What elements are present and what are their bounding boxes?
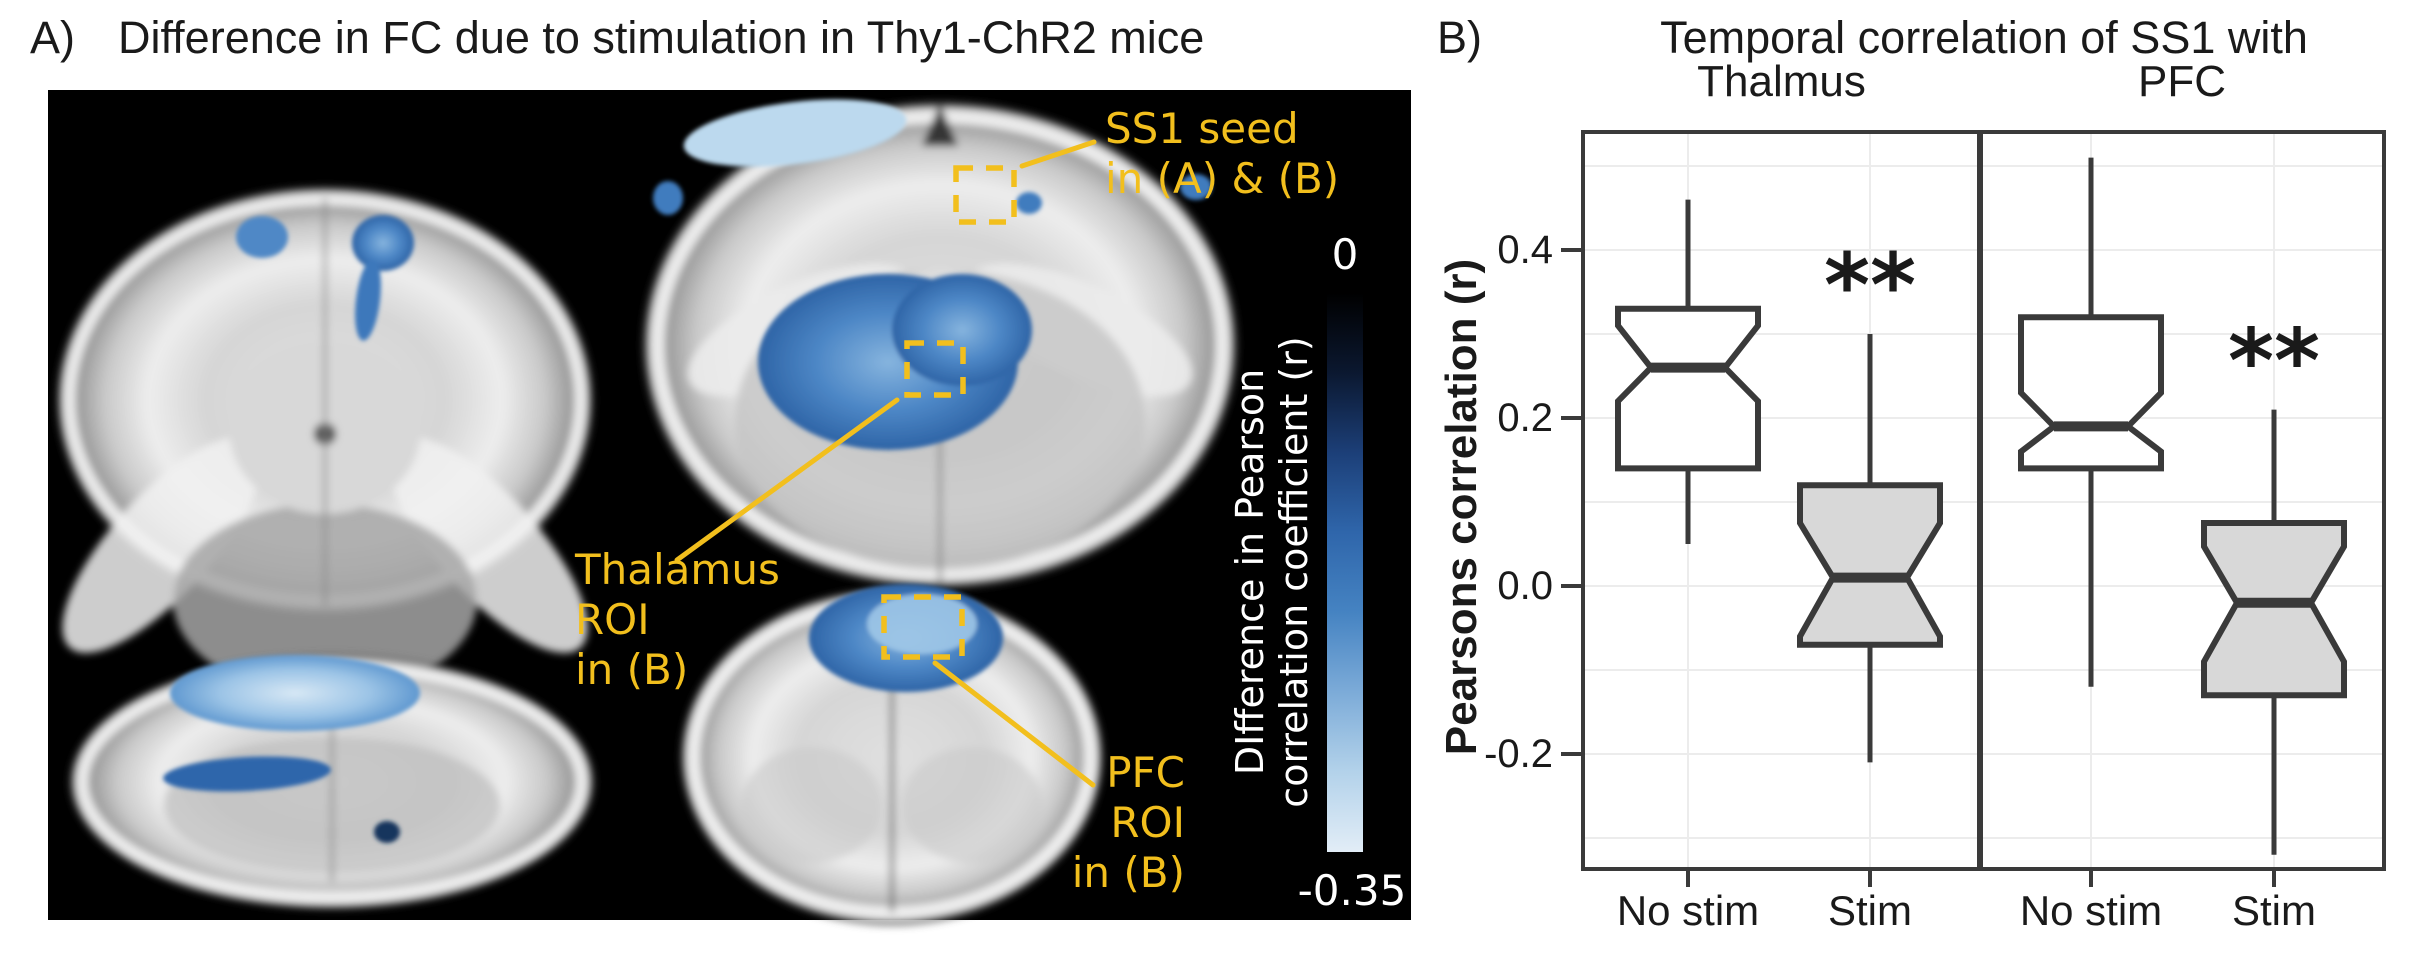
ss1-seed-roi-box (953, 165, 1017, 225)
colorbar-min-label: -0.35 (1297, 866, 1407, 915)
fc-overlay-blobs (236, 215, 414, 341)
brain-slice-coronal-pfc (681, 584, 1103, 925)
pfc-roi-line1: PFC (1106, 748, 1185, 797)
brain-slice-coronal-hippocampus (70, 655, 594, 909)
y-tick-label: 0.2 (1497, 396, 1553, 440)
plot-frame (1581, 130, 2386, 871)
thalamus-roi-line2: ROI (575, 595, 650, 644)
y-tick-label: 0.4 (1497, 228, 1553, 272)
y-tick-label: 0.0 (1497, 564, 1553, 608)
pfc-roi-box (881, 594, 965, 660)
thalamus-roi-annotation: Thalamus ROI in (B) (575, 545, 780, 695)
significance-stars: ** (2228, 310, 2320, 413)
pfc-roi-line2: ROI (1110, 798, 1185, 847)
pfc-roi-annotation: PFC ROI in (B) (1072, 748, 1185, 898)
thalamus-leader-line (674, 397, 900, 563)
brain-slice-axial (57, 187, 593, 696)
fc-overlay-cingulate (163, 655, 420, 843)
x-tick-label: Stim (2232, 887, 2316, 934)
thalamus-roi-box (904, 340, 966, 398)
panel-a-title: Difference in FC due to stimulation in T… (118, 12, 1205, 63)
ss1-seed-annotation: SS1 seed in (A) & (B) (1105, 104, 1339, 204)
pfc-leader-line (932, 660, 1096, 788)
colorbar-max-label: 0 (1331, 230, 1359, 279)
boxplot-box (2201, 520, 2347, 699)
colorbar (1327, 293, 1363, 852)
ss1-seed-line2: in (A) & (B) (1105, 154, 1340, 203)
fc-overlay-thalamus (653, 99, 1212, 450)
significance-stars: ** (1824, 234, 1916, 337)
fc-overlay-pfc (809, 584, 1003, 692)
panel-b-title: Temporal correlation of SS1 with (1660, 12, 2308, 63)
boxplot-box (1615, 305, 1761, 472)
ss1-leader-line (1019, 139, 1097, 169)
thalamus-roi-line3: in (B) (575, 645, 689, 694)
pfc-roi-line3: in (B) (1071, 848, 1185, 897)
thalamus-roi-line1: Thalamus (575, 545, 780, 594)
group-header-pfc: PFC (2138, 57, 2226, 106)
boxplot-box (1797, 482, 1943, 648)
y-tick-label: -0.2 (1484, 732, 1553, 776)
x-tick-label: No stim (1616, 887, 1760, 934)
x-tick-label: No stim (2019, 887, 2163, 934)
group-header-thalmus: Thalmus (1697, 57, 1866, 106)
panel-b-label: B) (1437, 12, 1482, 63)
ss1-seed-line1: SS1 seed (1105, 104, 1299, 153)
x-tick-label: Stim (1828, 887, 1912, 934)
boxplot-box (2018, 314, 2164, 472)
panel-a-label: A) (30, 12, 75, 63)
